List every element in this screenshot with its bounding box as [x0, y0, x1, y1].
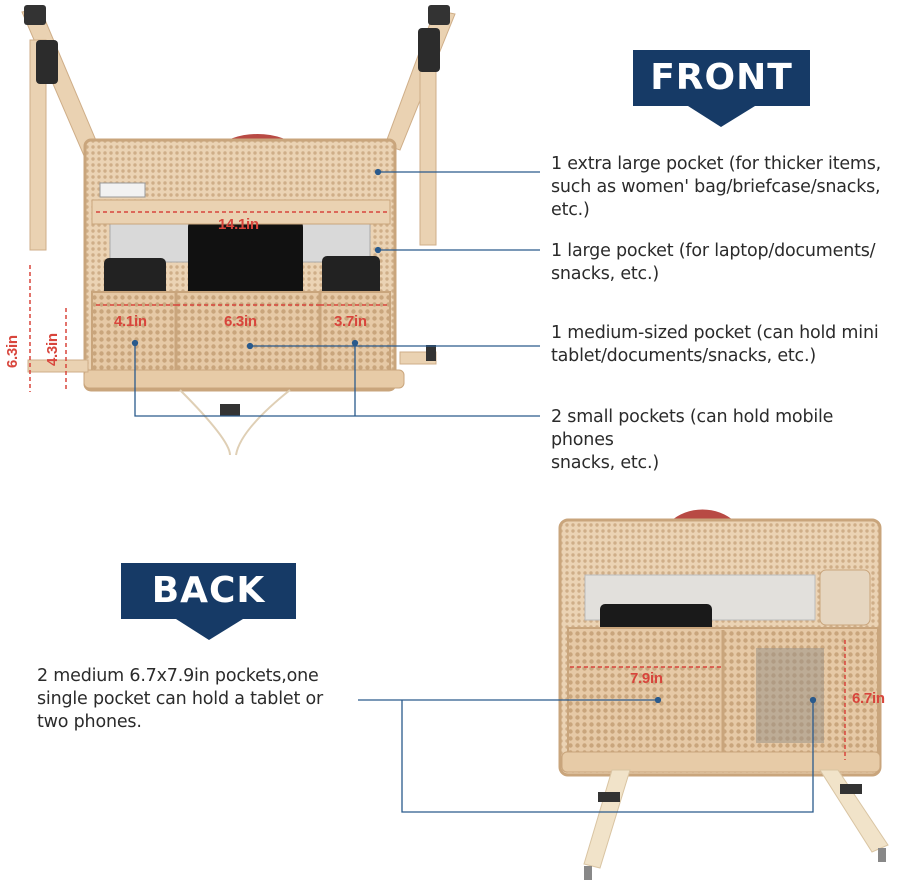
back-dimension-lines [570, 640, 846, 760]
back-banner-label: BACK [151, 570, 266, 611]
callout-extra-large-pocket: 1 extra large pocket (for thicker items,… [551, 154, 882, 220]
dim-back-width: 7.9in [630, 670, 663, 687]
dim-right-pocket: 3.7in [334, 313, 367, 330]
dim-back-height: 6.7in [852, 690, 885, 707]
dim-width-total: 14.1in [218, 216, 259, 233]
callout-back-pockets: 2 medium 6.7x7.9in pockets,one single po… [37, 666, 323, 732]
front-banner-label: FRONT [650, 57, 793, 98]
back-bag [558, 509, 889, 880]
front-leader-lines [131, 168, 540, 417]
callout-medium-pocket: 1 medium-sized pocket (can hold mini tab… [551, 323, 879, 366]
dim-left-pocket: 4.1in [114, 313, 147, 330]
front-banner [633, 50, 810, 127]
back-leader-lines [358, 696, 817, 813]
dim-middle-pocket: 6.3in [224, 313, 257, 330]
dim-height-pocket: 4.3in [44, 333, 61, 366]
callout-small-pockets: 2 small pockets (can hold mobile phones … [551, 407, 834, 473]
dim-height-total: 6.3in [4, 335, 21, 368]
callout-large-pocket: 1 large pocket (for laptop/documents/ sn… [551, 241, 876, 284]
back-banner [121, 563, 296, 640]
front-bag [21, 5, 456, 456]
front-dimension-lines [29, 211, 390, 392]
